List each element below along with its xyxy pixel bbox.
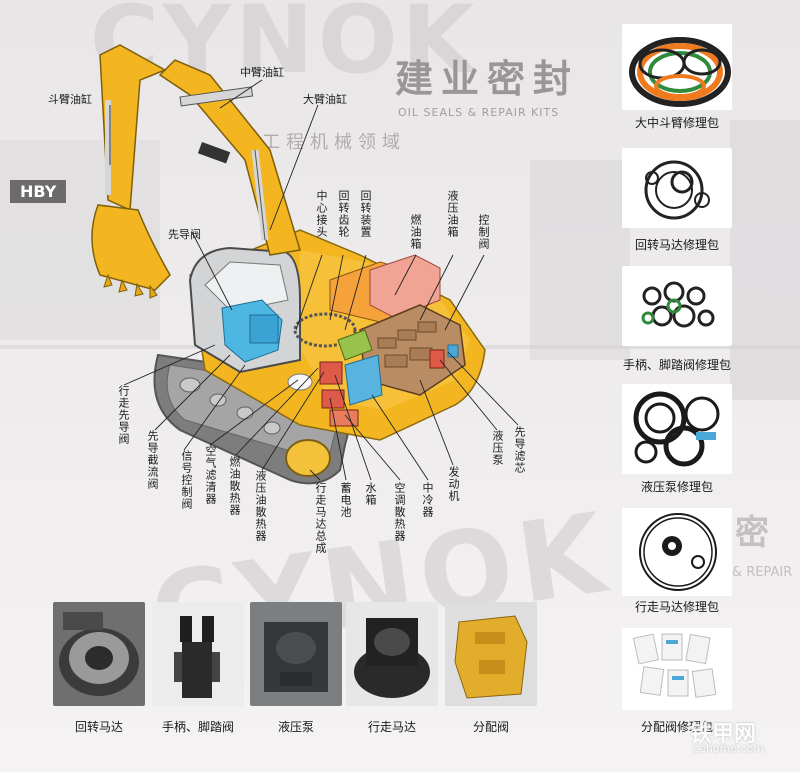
part-label-distribution-valve: 分配阀 bbox=[472, 720, 509, 734]
label-pilot-relief: 先导截流阀 bbox=[146, 430, 159, 490]
seal-rings-image bbox=[629, 37, 731, 107]
watermark-brand: CYNOK bbox=[90, 0, 479, 95]
label-hyd-pump: 液压泵 bbox=[491, 430, 504, 466]
kit-label-swing: 回转马达修理包 bbox=[634, 238, 719, 252]
watermark-slogan: 工程机械领域 bbox=[262, 132, 406, 153]
label-battery: 蓄电池 bbox=[339, 482, 352, 518]
site-watermark-url: cehome.com bbox=[693, 742, 764, 755]
label-bucket-cylinder: 斗臂油缸 bbox=[48, 93, 92, 106]
seal-rings-image bbox=[633, 391, 720, 467]
kit-panel-pump bbox=[622, 384, 732, 474]
seal-rings-image bbox=[639, 513, 717, 591]
part-photo-swing-motor bbox=[53, 602, 145, 706]
control-valve bbox=[337, 329, 373, 361]
label-fuel-cooler: 燃油散热器 bbox=[228, 456, 241, 516]
label-pilot-valve: 先导阀 bbox=[168, 228, 201, 241]
boom bbox=[158, 59, 301, 256]
kit-panel-handle bbox=[622, 266, 732, 346]
label-swing-device: 回转装置 bbox=[359, 190, 372, 238]
label-pilot-filter: 先导滤芯 bbox=[513, 426, 526, 474]
part-photo-travel-motor bbox=[346, 602, 438, 706]
label-air-filter: 空气滤清器 bbox=[204, 445, 217, 505]
part-label-swing-motor: 回转马达 bbox=[74, 720, 123, 734]
watermark-brand-cn: 建业密封 bbox=[395, 57, 580, 101]
label-control-valve: 控制阀 bbox=[477, 214, 490, 250]
label-fuel-tank: 燃油箱 bbox=[409, 214, 422, 250]
label-hyd-tank: 液压油箱 bbox=[446, 190, 459, 238]
part-label-hydraulic-pump: 液压泵 bbox=[277, 720, 314, 734]
kit-label-travel: 行走马达修理包 bbox=[634, 600, 719, 614]
kit-label-pump: 液压泵修理包 bbox=[640, 480, 713, 494]
seal-packets-image bbox=[632, 633, 717, 698]
kit-panel-travel bbox=[622, 508, 732, 596]
kit-panel-arm bbox=[622, 24, 732, 110]
label-ac-cooler: 空调散热器 bbox=[393, 482, 406, 542]
watermark-mini-cn: 密 bbox=[735, 513, 769, 553]
battery bbox=[321, 389, 345, 409]
label-hyd-cooler: 液压油散热器 bbox=[254, 470, 267, 542]
label-signal-control: 信号控制阀 bbox=[180, 450, 193, 510]
site-watermark: 铁甲网 bbox=[690, 722, 757, 747]
hydraulic-pump bbox=[344, 354, 383, 406]
fuel-tank bbox=[369, 254, 441, 319]
pilot-filter bbox=[429, 349, 445, 369]
label-boom-cylinder: 大臂油缸 bbox=[303, 93, 347, 106]
label-water-tank: 水箱 bbox=[364, 482, 377, 506]
stick bbox=[99, 44, 167, 212]
seal-rings-image bbox=[641, 281, 715, 328]
kit-label-arm: 大中斗臂修理包 bbox=[634, 116, 719, 130]
label-swing-gear: 回转齿轮 bbox=[337, 190, 350, 238]
part-label-travel-motor: 行走马达 bbox=[367, 720, 416, 734]
watermark-mini-en: & REPAIR bbox=[732, 565, 793, 580]
part-photo-distribution-valve bbox=[445, 602, 537, 706]
bucket bbox=[91, 204, 171, 291]
label-engine: 发动机 bbox=[447, 466, 460, 502]
label-travel-pilot: 行走先导阀 bbox=[117, 385, 130, 445]
shop-sign: HBY bbox=[10, 180, 67, 203]
part-label-handle-valve: 手柄、脚踏阀 bbox=[161, 720, 234, 734]
seal-rings-image bbox=[644, 160, 710, 220]
label-intercooler: 中冷器 bbox=[421, 482, 434, 518]
label-mid-cylinder: 中臂油缸 bbox=[240, 66, 284, 79]
kit-label-valve: 分配阀修理包 bbox=[640, 720, 713, 734]
kit-panel-valve bbox=[622, 628, 732, 710]
kit-label-handle: 手柄、脚踏阀修理包 bbox=[622, 358, 731, 372]
part-photo-handle-valve bbox=[152, 602, 244, 706]
label-travel-motor-assy: 行走马达总成 bbox=[314, 482, 327, 554]
watermark-brand-en: OIL SEALS & REPAIR KITS bbox=[398, 106, 560, 119]
mid-cylinder bbox=[179, 86, 254, 107]
label-center-joint: 中心接头 bbox=[315, 190, 328, 238]
part-photo-hydraulic-pump bbox=[250, 602, 342, 706]
kit-panel-swing bbox=[622, 148, 732, 228]
